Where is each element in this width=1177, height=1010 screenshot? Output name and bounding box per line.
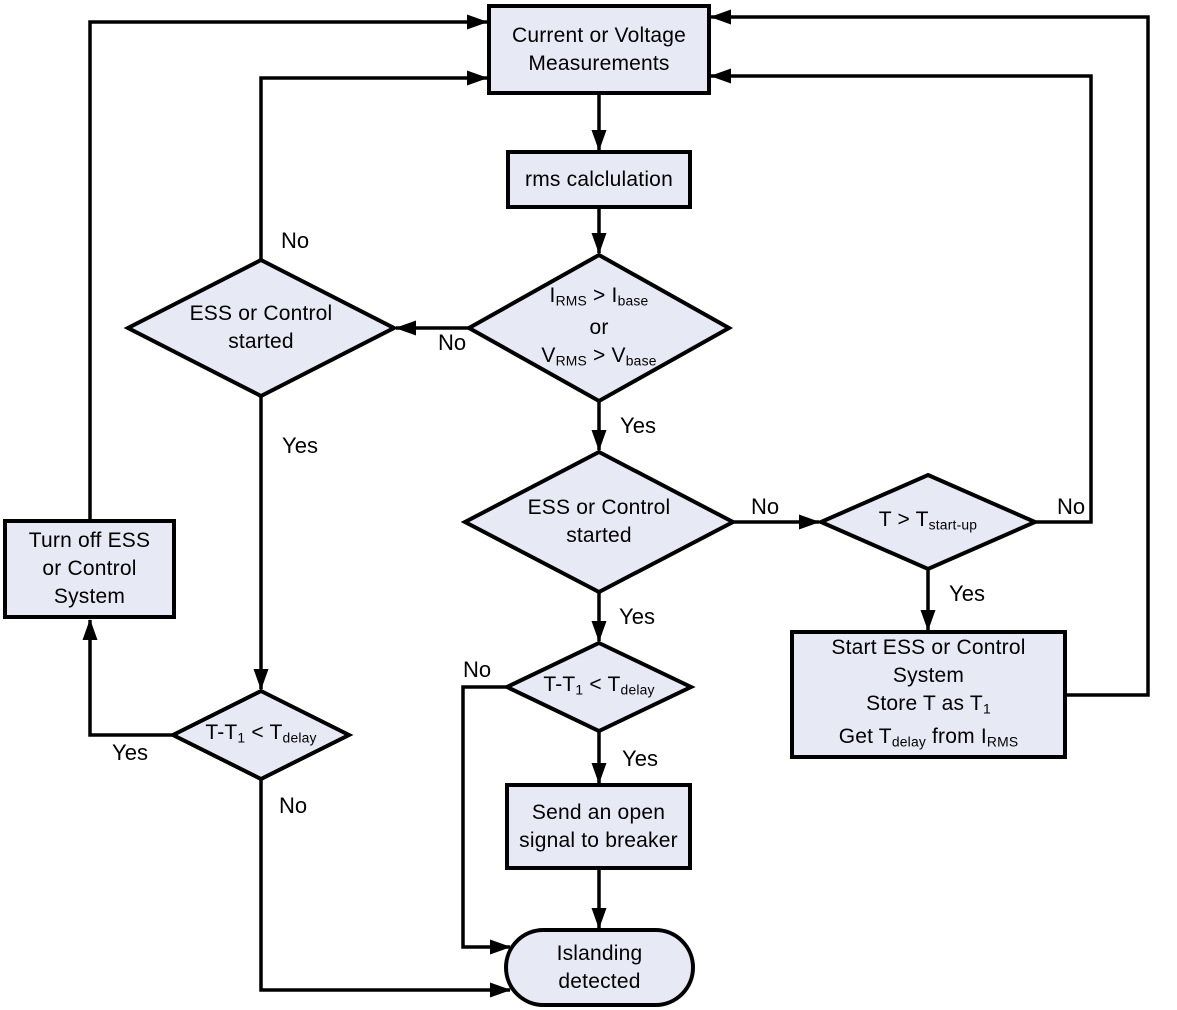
edge-tdelay-left-no-to-islanding (259, 779, 511, 998)
edge-tdelay-center-no-to-islanding (461, 685, 511, 955)
nodes-layer (3, 4, 1067, 1007)
node-send-open-signal-shape (505, 783, 692, 870)
edge-ess-left-no-loop (259, 70, 488, 260)
node-islanding-detected-shape (504, 928, 695, 1007)
node-t-startup-check-shape (816, 472, 1040, 572)
node-rms-threshold-check-shape (464, 252, 734, 404)
node-measurements-shape (487, 4, 711, 95)
node-start-ess-shape (790, 630, 1067, 759)
edge-tdelay-left-yes-to-turnoff (82, 619, 173, 737)
node-turn-off-ess-shape (3, 519, 176, 619)
node-ess-started-center-shape (460, 449, 738, 595)
edge-start-ess-loop (710, 9, 1150, 697)
edge-tstartup-no-loop (710, 68, 1093, 524)
node-rms-calculation-shape (506, 150, 692, 209)
edges-layer (82, 9, 1150, 998)
node-ess-started-left-shape (123, 257, 399, 399)
node-t-delay-check-left-shape (168, 688, 354, 782)
edge-turn-off-loop (88, 14, 488, 521)
node-t-delay-check-center-shape (502, 640, 696, 734)
